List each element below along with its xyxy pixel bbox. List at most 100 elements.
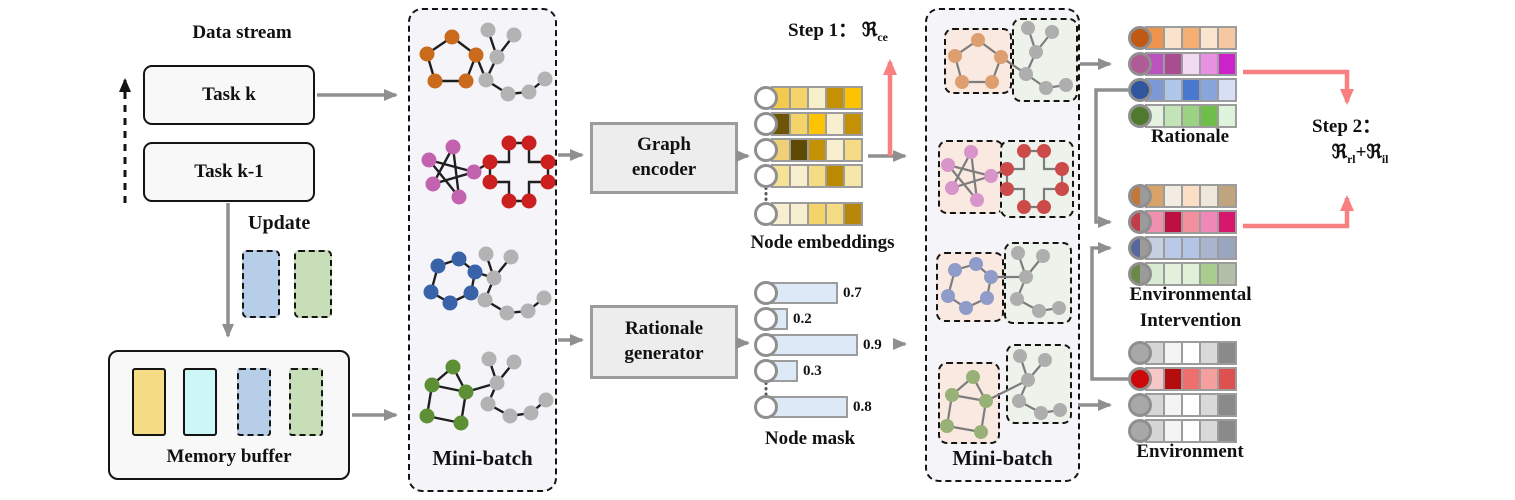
row-cell [825,86,845,110]
rationale-row [1128,78,1237,102]
row-cell [1163,210,1183,234]
row-cell [807,112,827,136]
row-circle [754,164,778,188]
graph-magenta-star-red-cross [421,135,556,209]
row-cell [1181,184,1201,208]
rationale-generator-line2: generator [624,343,704,364]
row-cell [1163,262,1183,286]
step2-term2-symbol: ℜ [1366,141,1382,163]
row-cell [1217,184,1237,208]
row-cell [789,138,809,162]
row-circle [754,202,778,226]
graph-right-star-cross [941,144,1069,214]
row-cell [1181,341,1201,365]
step1-label: Step 1： ℜce [788,19,888,44]
mask-circle [754,333,778,357]
arrow-environment-to-intervention [1090,242,1128,381]
row-cell [1181,78,1201,102]
row-cell [1199,184,1219,208]
task-k1-box: Task k-1 [143,142,315,202]
environment-label: Environment [1136,441,1244,462]
mask-value: 0.3 [803,362,822,379]
row-cell [1181,26,1201,50]
row-cell [1217,210,1237,234]
mask-value: 0.9 [863,336,882,353]
mini-batch-right-label: Mini-batch [952,446,1053,470]
row-cell [1181,236,1201,260]
task-k1-label: Task k-1 [194,161,264,182]
arrow-intervention-to-step2 [1243,195,1354,229]
row-cell [1217,341,1237,365]
row-cell [843,138,863,162]
environment-row [1128,419,1237,443]
node-embeddings-label: Node embeddings [750,232,895,253]
row-circle [1128,393,1152,417]
row-cell [825,202,845,226]
row-cell [1163,236,1183,260]
graph-encoder-box: Graph encoder [590,122,738,194]
environment-row [1128,393,1237,417]
graph-encoder-line1: Graph [637,134,691,156]
row-cell [1217,236,1237,260]
row-circle [1128,52,1152,76]
row-circle [1128,26,1152,50]
step2-term1-sub: rl [1347,152,1356,166]
row-cell [789,112,809,136]
graph-encoder-line2: encoder [631,159,697,180]
row-cell [1199,26,1219,50]
step2-title: Step 2： [1312,116,1381,138]
row-cell [1181,393,1201,417]
update-slot-green [294,250,332,318]
rationale-row [1128,26,1237,50]
environment-row [1128,367,1237,391]
step1-prefix: Step 1： [788,20,858,41]
step2-term2-sub: il [1381,152,1389,166]
row-circle [754,138,778,162]
row-cell [1181,210,1201,234]
row-circle [1128,262,1152,286]
row-cell [807,202,827,226]
step2-title-text: Step 2： [1312,116,1382,137]
mask-circle [754,395,778,419]
row-circle [754,112,778,136]
row-cell [1217,393,1237,417]
row-cell [843,164,863,188]
row-cell [807,138,827,162]
row-cell [1181,104,1201,128]
step1-subscript: ce [877,30,888,44]
row-cell [1199,52,1219,76]
node-mask-row: 0.7 [754,281,862,305]
row-cell [1199,104,1219,128]
mask-value: 0.2 [793,310,812,327]
env-intervention-row [1128,210,1237,234]
row-cell [1217,26,1237,50]
mask-value: 0.8 [853,398,872,415]
row-circle [1128,78,1152,102]
mask-bar [768,334,858,356]
row-cell [1199,419,1219,443]
row-cell [1181,419,1201,443]
node-embedding-row [754,112,863,136]
node-mask-label: Node mask [764,428,856,449]
row-cell [789,164,809,188]
row-cell [1199,78,1219,102]
memory-slot-yellow [132,368,166,436]
mask-value: 0.7 [843,284,862,301]
row-cell [1163,393,1183,417]
row-cell [1217,104,1237,128]
node-embedding-row [754,86,863,110]
rationale-row [1128,104,1237,128]
rationale-row [1128,52,1237,76]
row-cell [1163,78,1183,102]
env-intervention-row [1128,184,1237,208]
row-cell [789,202,809,226]
mask-bar [768,282,838,304]
mask-bar [768,396,848,418]
row-circle [1128,419,1152,443]
row-cell [1181,52,1201,76]
row-cell [1163,367,1183,391]
graph-blue-ring [423,246,552,321]
node-embedding-row [754,202,863,226]
row-cell [1163,184,1183,208]
